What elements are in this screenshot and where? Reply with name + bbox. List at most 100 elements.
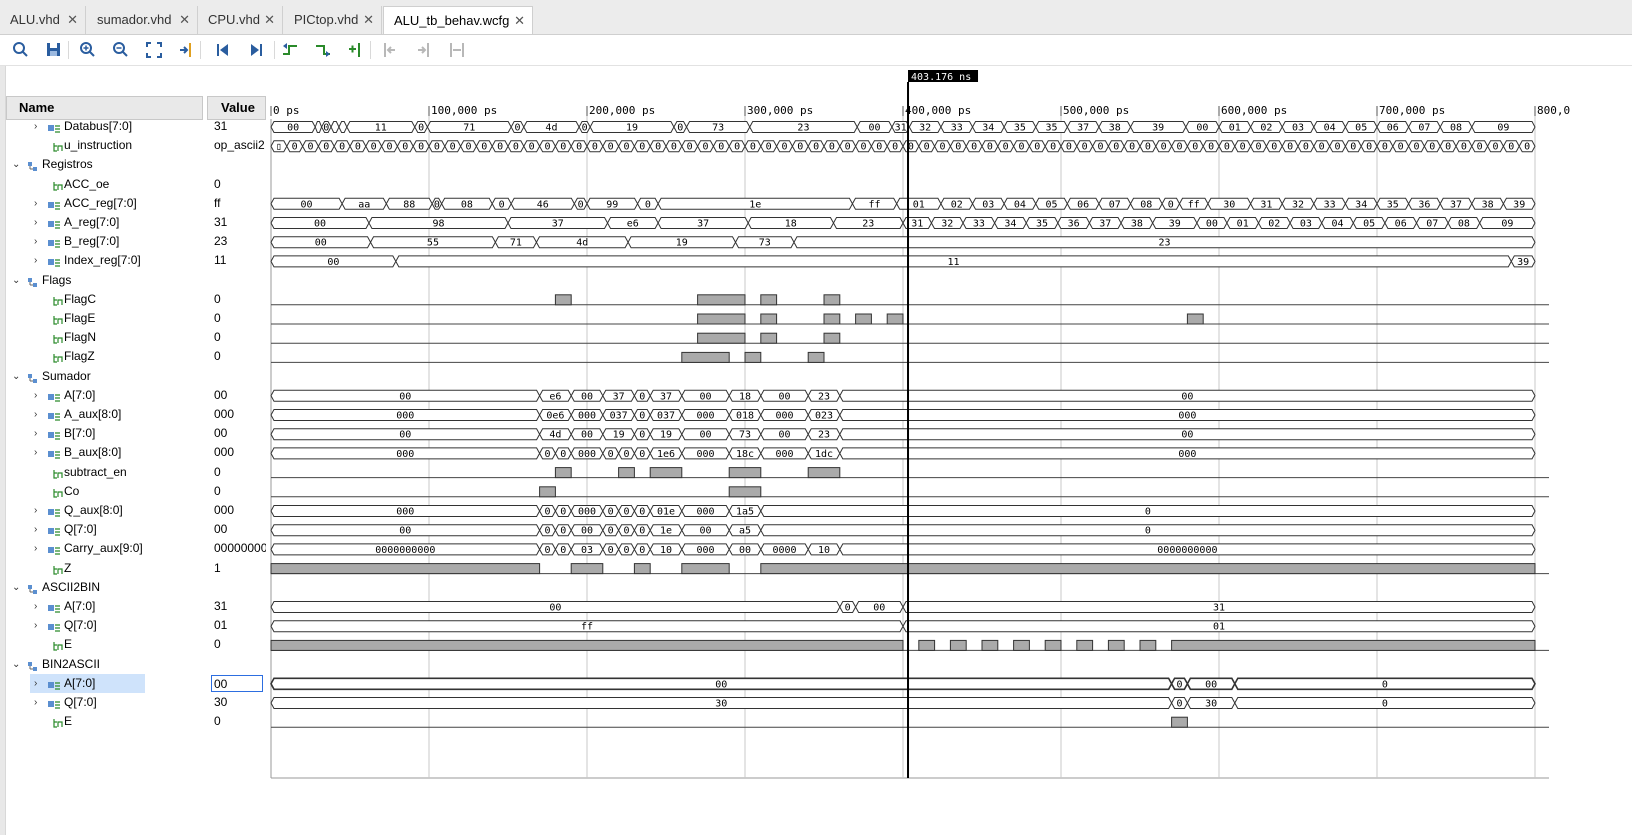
signal-row[interactable]: Co — [6, 482, 203, 501]
chevron-right-icon[interactable]: › — [34, 697, 38, 708]
signal-row[interactable]: ›Index_reg[7:0] — [6, 251, 203, 270]
close-icon[interactable]: ✕ — [179, 12, 190, 27]
close-icon[interactable]: ✕ — [363, 12, 374, 27]
chevron-right-icon[interactable]: › — [34, 524, 38, 536]
chevron-down-icon[interactable]: ⌄ — [12, 159, 21, 171]
signal-row[interactable]: ›ACC_reg[7:0] — [6, 194, 203, 213]
add-marker-icon[interactable] — [344, 38, 368, 62]
signal-row[interactable]: ›A[7:0] — [6, 386, 203, 405]
bus-value-label: 0 — [1271, 142, 1277, 153]
signal-row[interactable]: ›A_reg[7:0] — [6, 213, 203, 232]
signal-row[interactable]: ›Q[7:0] — [6, 520, 203, 539]
signal-row[interactable]: ›Q[7:0] — [6, 616, 203, 635]
tab-pictop-vhd[interactable]: PICtop.vhd ✕ — [284, 6, 382, 34]
signal-row[interactable]: ACC_oe — [6, 175, 203, 194]
bus-segment — [839, 447, 1536, 460]
signal-row[interactable]: ›Q_aux[8:0] — [6, 501, 203, 520]
signal-row[interactable]: u_instruction — [6, 136, 203, 155]
tab-alu-vhd[interactable]: ALU.vhd✕ — [0, 6, 86, 34]
chevron-right-icon[interactable]: › — [34, 447, 38, 459]
chevron-right-icon[interactable]: › — [34, 197, 38, 209]
bus-value-label: 0000 — [772, 545, 796, 556]
signal-row[interactable]: E — [6, 635, 203, 654]
bus-value-label: 0 — [971, 142, 977, 153]
zoom-fit-icon[interactable] — [142, 38, 166, 62]
bus-value-label: 00 — [581, 526, 593, 537]
chevron-down-icon[interactable]: ⌄ — [12, 581, 21, 593]
bit-high-pulse — [1171, 639, 1536, 651]
signal-row[interactable]: FlagC — [6, 290, 203, 309]
save-icon[interactable] — [42, 38, 66, 62]
name-column-header[interactable]: Name — [6, 96, 203, 120]
chevron-right-icon[interactable]: › — [34, 121, 38, 132]
signal-value[interactable]: 00 — [211, 674, 263, 692]
signal-row[interactable]: subtract_en — [6, 463, 203, 482]
chevron-right-icon[interactable]: › — [34, 409, 38, 420]
chevron-right-icon[interactable]: › — [34, 677, 38, 689]
signal-row[interactable]: FlagZ — [6, 347, 203, 366]
chevron-down-icon[interactable]: ⌄ — [12, 370, 21, 382]
bus-value-label: 07 — [1109, 199, 1121, 210]
signal-row[interactable]: ›Q[7:0] — [6, 693, 203, 712]
zoom-in-icon[interactable] — [76, 38, 100, 62]
bus-value-label: 0 — [829, 142, 835, 153]
signal-row[interactable]: E — [6, 712, 203, 731]
signal-row[interactable]: ›B[7:0] — [6, 424, 203, 443]
search-icon[interactable] — [9, 38, 33, 62]
bus-value-label: 4d — [549, 430, 561, 441]
bus-value-label: 0 — [623, 545, 629, 556]
chevron-right-icon[interactable]: › — [34, 255, 38, 267]
chevron-down-icon[interactable]: ⌄ — [12, 658, 21, 670]
close-icon[interactable]: ✕ — [514, 13, 525, 28]
signal-row[interactable]: FlagN — [6, 328, 203, 347]
bus-value-label: 0 — [1413, 142, 1419, 153]
tab-cpu-vhd[interactable]: CPU.vhd✕ — [198, 6, 283, 34]
go-to-time-0-icon[interactable] — [211, 38, 235, 62]
swap-cursors-icon[interactable] — [445, 38, 469, 62]
go-to-cursor-icon[interactable] — [175, 38, 199, 62]
bus-value-label: 0 — [702, 142, 708, 153]
group-row[interactable]: ⌄Registros — [6, 155, 203, 174]
tab-label: PICtop.vhd — [294, 12, 359, 27]
signal-row[interactable]: FlagE — [6, 309, 203, 328]
chevron-right-icon[interactable]: › — [34, 601, 38, 612]
bus-value-label: 0 — [655, 142, 661, 153]
chevron-right-icon[interactable]: › — [34, 620, 38, 632]
bus-value-label: 00 — [581, 391, 593, 402]
close-icon[interactable]: ✕ — [264, 12, 275, 27]
bus-value-label: 08 — [1140, 199, 1152, 210]
signal-row[interactable]: ›Carry_aux[9:0] — [6, 539, 203, 558]
signal-row[interactable]: ›B_reg[7:0] — [6, 232, 203, 251]
chevron-right-icon[interactable]: › — [34, 428, 38, 440]
value-column-header[interactable]: Value — [207, 96, 266, 120]
signal-row[interactable]: ›A[7:0] — [6, 597, 203, 616]
signal-row[interactable]: ›A[7:0] — [30, 673, 145, 693]
chevron-right-icon[interactable]: › — [34, 505, 38, 516]
group-row[interactable]: ⌄Flags — [6, 271, 203, 290]
side-strip — [0, 66, 6, 835]
next-transition-icon[interactable] — [311, 38, 335, 62]
next-marker-icon[interactable] — [411, 38, 435, 62]
go-to-last-time-icon[interactable] — [244, 38, 268, 62]
zoom-out-icon[interactable] — [109, 38, 133, 62]
signal-row[interactable]: ›Databus[7:0] — [6, 117, 203, 136]
previous-marker-icon[interactable] — [378, 38, 402, 62]
close-icon[interactable]: ✕ — [67, 12, 78, 27]
bus-value-label: 0 — [481, 142, 487, 153]
chevron-right-icon[interactable]: › — [34, 217, 38, 228]
chevron-down-icon[interactable]: ⌄ — [12, 274, 21, 286]
signal-row[interactable]: ›A_aux[8:0] — [6, 405, 203, 424]
tab-alu-tb-behav-wcfg[interactable]: ALU_tb_behav.wcfg✕ — [383, 6, 533, 34]
group-row[interactable]: ⌄BIN2ASCII — [6, 655, 203, 674]
chevron-right-icon[interactable]: › — [34, 543, 38, 555]
tab-sumador-vhd[interactable]: sumador.vhd✕ — [87, 6, 198, 34]
signal-row[interactable]: Z — [6, 559, 203, 578]
chevron-right-icon[interactable]: › — [34, 389, 38, 401]
previous-transition-icon[interactable] — [278, 38, 302, 62]
group-row[interactable]: ⌄ASCII2BIN — [6, 578, 203, 597]
bus-segment — [902, 620, 1536, 633]
group-row[interactable]: ⌄Sumador — [6, 367, 203, 386]
chevron-right-icon[interactable]: › — [34, 236, 38, 248]
signal-row[interactable]: ›B_aux[8:0] — [6, 443, 203, 462]
